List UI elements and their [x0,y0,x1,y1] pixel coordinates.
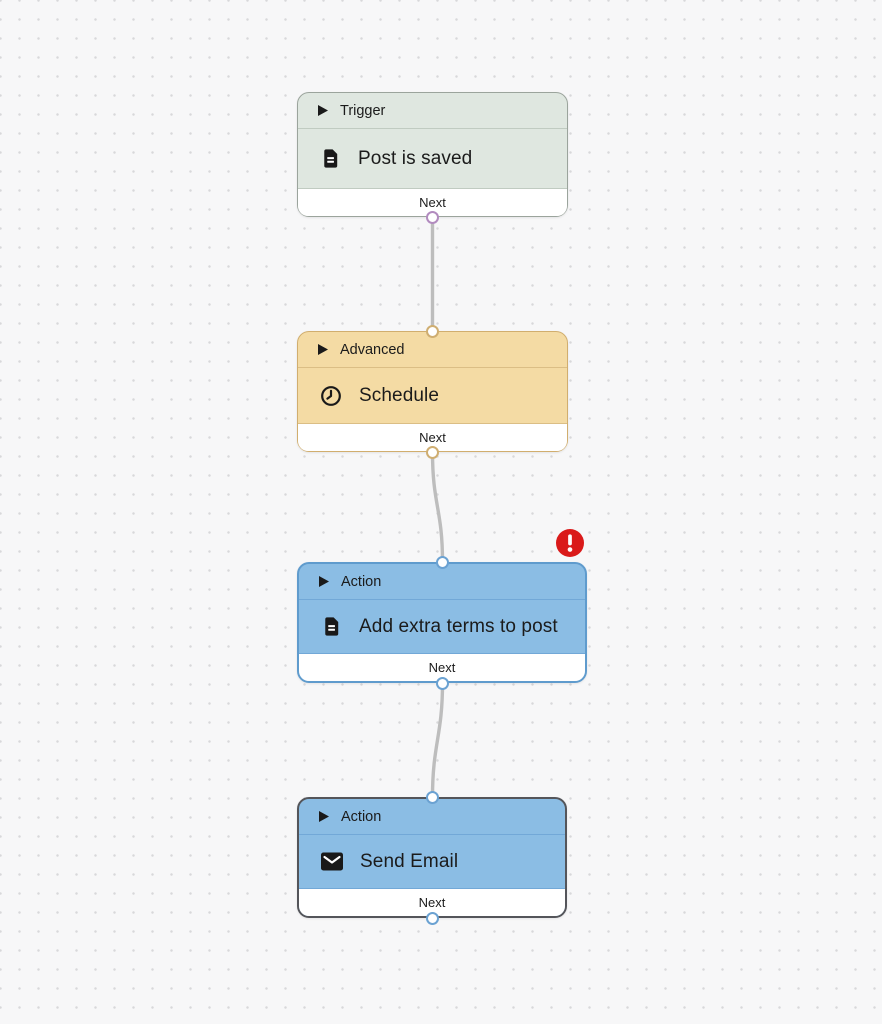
node-body[interactable]: Send Email [299,835,565,888]
node-header[interactable]: Trigger [298,93,567,129]
node-trigger-post-is-saved[interactable]: Trigger Post is saved Next [297,92,568,217]
node-title: Send Email [360,850,459,872]
document-icon [319,147,342,170]
node-header[interactable]: Advanced [298,332,567,368]
edge-advanced-to-action1 [430,451,445,563]
port-action2-bottom[interactable] [425,911,439,925]
node-category-label: Advanced [340,341,405,358]
node-advanced-schedule[interactable]: Advanced Schedule Next [297,331,568,452]
next-port-label: Next [299,653,585,681]
port-action1-top[interactable] [436,555,449,569]
node-title: Post is saved [358,147,473,169]
node-title: Add extra terms to post [359,615,558,637]
node-body[interactable]: Post is saved [298,129,567,188]
document-icon [320,615,343,638]
collapse-triangle-icon[interactable] [319,576,329,587]
port-trigger-bottom[interactable] [426,210,439,224]
error-badge[interactable] [556,529,584,557]
node-action-add-extra-terms[interactable]: Action Add extra terms to post Next [297,562,587,683]
node-body[interactable]: Schedule [298,368,567,423]
next-port-label: Next [298,423,567,451]
node-header[interactable]: Action [299,799,565,835]
port-action2-top[interactable] [425,790,439,804]
port-advanced-bottom[interactable] [426,445,439,459]
port-action1-bottom[interactable] [436,676,449,690]
port-advanced-top[interactable] [426,324,439,338]
node-action-send-email[interactable]: Action Send Email Next [297,797,567,918]
exclamation-icon [556,529,584,557]
envelope-icon [320,851,344,872]
next-port-label: Next [298,188,567,216]
node-header[interactable]: Action [299,564,585,600]
clock-icon [319,384,343,408]
node-body[interactable]: Add extra terms to post [299,600,585,653]
node-category-label: Trigger [340,102,386,119]
node-title: Schedule [359,384,440,406]
collapse-triangle-icon[interactable] [319,811,329,822]
collapse-triangle-icon[interactable] [318,105,328,116]
collapse-triangle-icon[interactable] [318,344,328,355]
node-category-label: Action [341,808,382,825]
next-port-label: Next [299,888,565,916]
edge-action1-to-action2 [430,682,445,798]
node-category-label: Action [341,573,382,590]
